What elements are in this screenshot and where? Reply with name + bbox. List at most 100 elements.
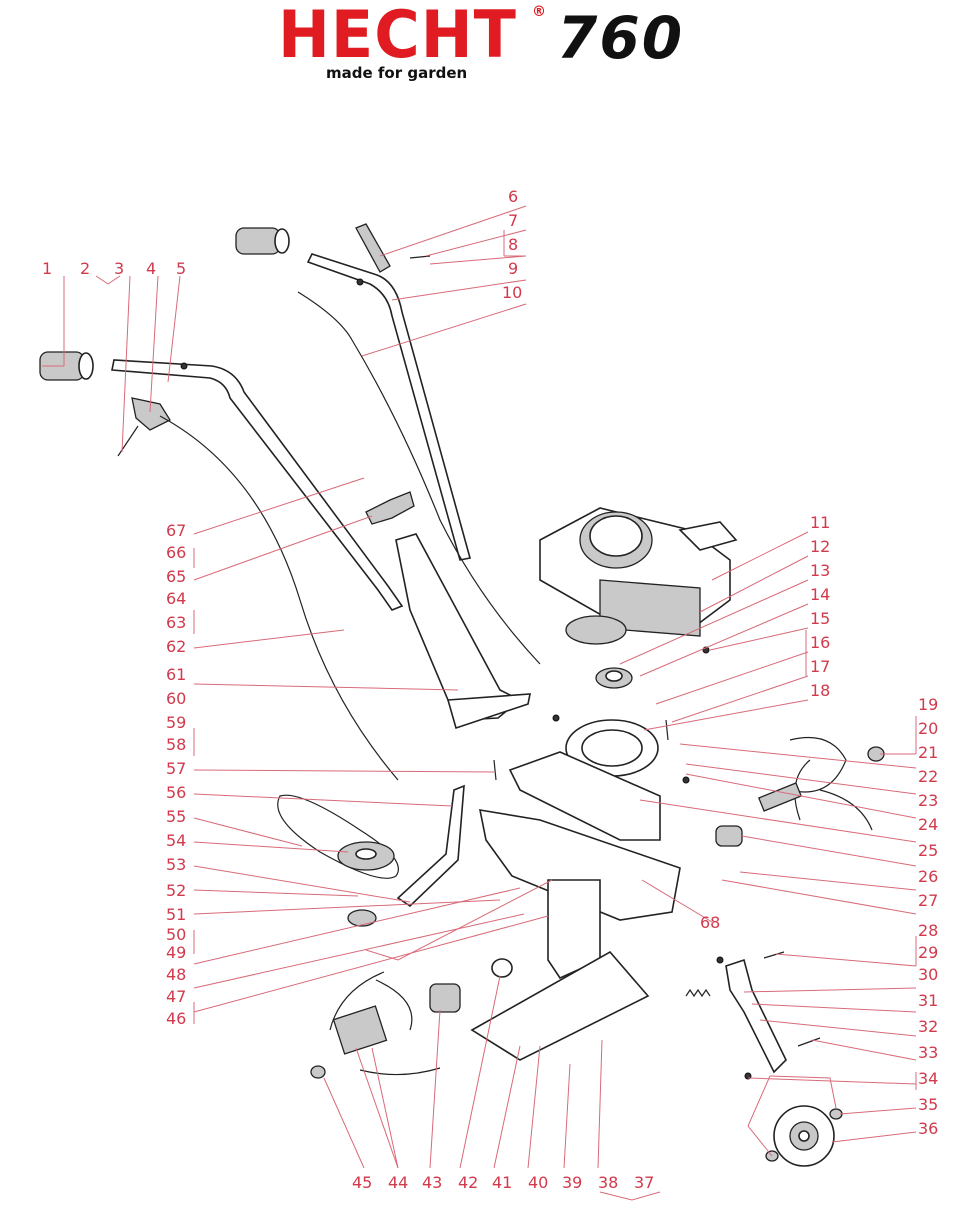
cover-plate [470, 950, 650, 1061]
label-part-25: 25 [918, 841, 938, 860]
label-part-18: 18 [810, 681, 830, 700]
label-part-10: 10 [502, 283, 522, 302]
label-part-58: 58 [166, 735, 186, 754]
part-number-labels: 1 2 3 4 5 6 7 8 9 10 11 12 13 14 15 16 1… [42, 187, 938, 1192]
label-part-11: 11 [810, 513, 830, 532]
label-part-26: 26 [918, 867, 938, 886]
label-part-41: 41 [492, 1173, 512, 1192]
label-part-68: 68 [700, 913, 720, 932]
label-part-21: 21 [918, 743, 938, 762]
label-part-23: 23 [918, 791, 938, 810]
v-belt [277, 794, 399, 879]
label-part-5: 5 [176, 259, 186, 278]
depth-stake [725, 958, 787, 1074]
label-part-51: 51 [166, 905, 186, 924]
label-part-60: 60 [166, 689, 186, 708]
header: HECHT ® 760 made for garden [0, 0, 960, 100]
label-part-35: 35 [918, 1095, 938, 1114]
bearing [347, 909, 377, 927]
label-part-64: 64 [166, 589, 186, 608]
label-part-13: 13 [810, 561, 830, 580]
label-part-54: 54 [166, 831, 186, 850]
label-part-32: 32 [918, 1017, 938, 1036]
left-grip [39, 351, 94, 381]
main-frame [508, 751, 661, 841]
label-part-6: 6 [508, 187, 518, 206]
label-part-12: 12 [810, 537, 830, 556]
spring [685, 988, 711, 998]
label-part-44: 44 [388, 1173, 408, 1192]
handle-clamp [365, 491, 415, 525]
label-part-24: 24 [918, 815, 938, 834]
brand-logo: HECHT [278, 0, 517, 73]
transport-wheel [773, 1105, 835, 1167]
label-part-62: 62 [166, 637, 186, 656]
right-handle-bar [306, 253, 472, 561]
label-part-49: 49 [166, 943, 186, 962]
label-part-34: 34 [918, 1069, 938, 1088]
label-part-29: 29 [918, 943, 938, 962]
fasteners [180, 255, 821, 1080]
label-part-61: 61 [166, 665, 186, 684]
registered-mark: ® [532, 4, 546, 20]
label-brackets [193, 230, 917, 1090]
label-part-33: 33 [918, 1043, 938, 1062]
label-part-31: 31 [918, 991, 938, 1010]
seal-ring [491, 958, 513, 978]
label-part-67: 67 [166, 521, 186, 540]
throttle-lever [117, 397, 171, 457]
label-part-19: 19 [918, 695, 938, 714]
label-part-47: 47 [166, 987, 186, 1006]
label-part-1: 1 [42, 259, 52, 278]
label-part-42: 42 [458, 1173, 478, 1192]
label-part-63: 63 [166, 613, 186, 632]
label-part-28: 28 [918, 921, 938, 940]
engine-pulley [595, 667, 633, 689]
label-part-8: 8 [508, 235, 518, 254]
label-part-22: 22 [918, 767, 938, 786]
label-part-4: 4 [146, 259, 156, 278]
left-tines [310, 971, 441, 1079]
label-part-57: 57 [166, 759, 186, 778]
label-part-9: 9 [508, 259, 518, 278]
label-part-38: 38 [598, 1173, 618, 1192]
label-part-53: 53 [166, 855, 186, 874]
label-part-46: 46 [166, 1009, 186, 1028]
label-part-14: 14 [810, 585, 830, 604]
right-tines [757, 736, 885, 831]
left-handle-bar [111, 359, 404, 611]
label-part-17: 17 [810, 657, 830, 676]
label-part-56: 56 [166, 783, 186, 802]
label-part-48: 48 [166, 965, 186, 984]
label-part-52: 52 [166, 881, 186, 900]
leader-lines [42, 205, 917, 1201]
label-part-16: 16 [810, 633, 830, 652]
label-part-40: 40 [528, 1173, 548, 1192]
engine [539, 507, 738, 645]
label-part-7: 7 [508, 211, 518, 230]
lower-pulley [337, 841, 395, 871]
label-part-55: 55 [166, 807, 186, 826]
belt-guard-tube [396, 784, 465, 908]
label-part-30: 30 [918, 965, 938, 984]
engine-mount-ring [565, 719, 659, 777]
handle-bracket [395, 533, 522, 721]
label-part-50: 50 [166, 925, 186, 944]
label-part-3: 3 [114, 259, 124, 278]
clutch-cable [297, 291, 541, 665]
parts-drawing [39, 223, 885, 1167]
tine-hub [429, 983, 461, 1013]
label-part-45: 45 [352, 1173, 372, 1192]
bushing [715, 825, 743, 847]
clutch-lever [355, 223, 391, 273]
model-number: 760 [557, 4, 685, 72]
label-part-65: 65 [166, 567, 186, 586]
label-part-39: 39 [562, 1173, 582, 1192]
throttle-cable [159, 415, 399, 781]
label-part-2: 2 [80, 259, 90, 278]
label-part-20: 20 [918, 719, 938, 738]
tagline: made for garden [326, 64, 468, 82]
label-part-37: 37 [634, 1173, 654, 1192]
label-part-27: 27 [918, 891, 938, 910]
